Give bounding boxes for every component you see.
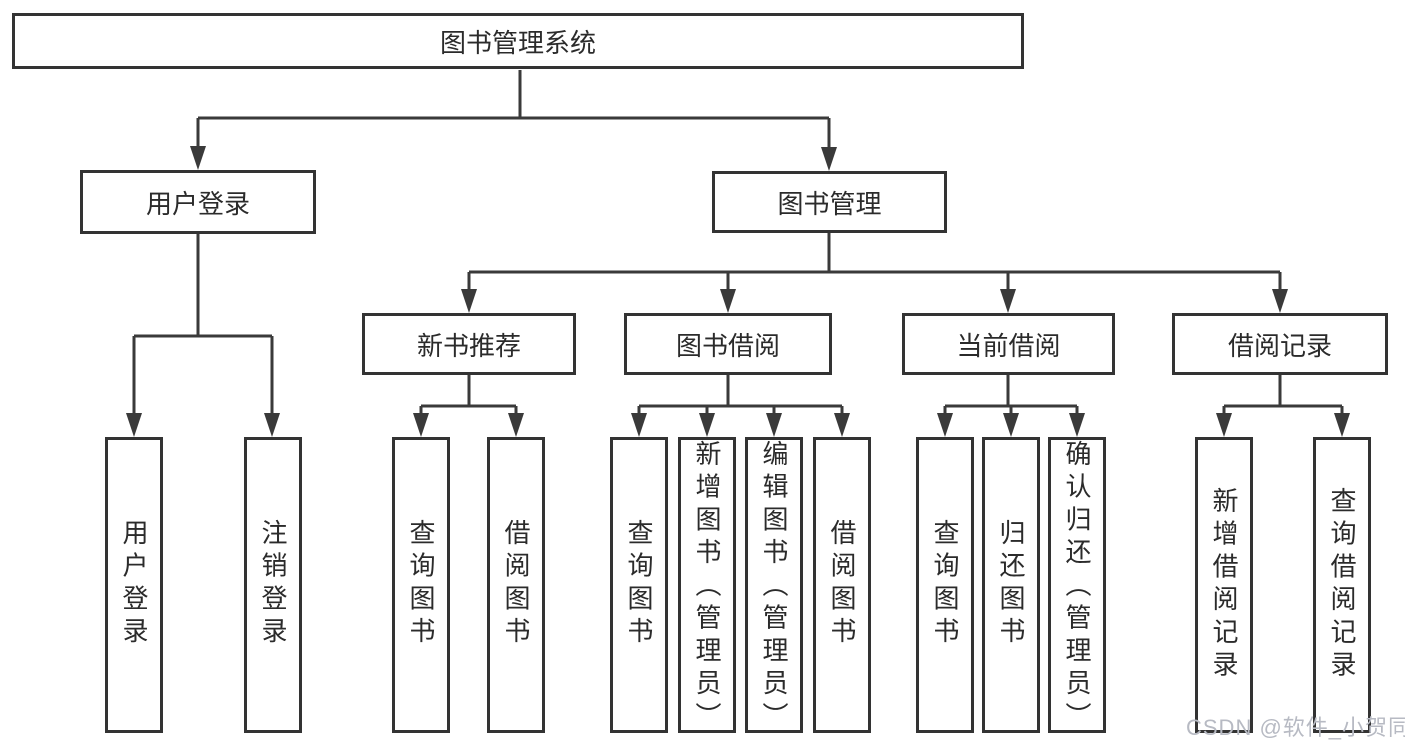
arrowhead-icon xyxy=(834,413,850,437)
arrowhead-icon xyxy=(1000,289,1016,313)
leaf-current-query: 查询图书 xyxy=(916,437,974,733)
leaf-records-add: 新增借阅记录 xyxy=(1195,437,1253,733)
connector-login-to-leaves xyxy=(132,234,274,417)
leaf-current-confirm-return-admin: 确认归还（管理员） xyxy=(1048,437,1106,735)
leaf-user-login: 用户登录 xyxy=(105,437,163,733)
leaf-current-return: 归还图书 xyxy=(982,437,1040,733)
arrowhead-icon xyxy=(1334,413,1350,437)
connector-mgmt-to-level2 xyxy=(467,233,1282,293)
leaf-records-query: 查询借阅记录 xyxy=(1313,437,1371,733)
node-current-borrow: 当前借阅 xyxy=(902,313,1115,375)
arrowhead-icon xyxy=(821,147,837,171)
arrowhead-icon xyxy=(1216,413,1232,437)
arrowhead-icon xyxy=(126,413,142,437)
node-book-borrow: 图书借阅 xyxy=(624,313,832,375)
arrowhead-icon xyxy=(937,413,953,437)
leaf-borrow-query: 查询图书 xyxy=(610,437,668,733)
arrowhead-icon xyxy=(190,146,206,170)
connector-root-to-level1 xyxy=(196,70,831,151)
leaf-newbooks-query: 查询图书 xyxy=(392,437,450,733)
leaf-borrow-add-admin: 新增图书（管理员） xyxy=(678,437,736,735)
arrowhead-icon xyxy=(1069,413,1085,437)
arrowhead-icon xyxy=(631,413,647,437)
leaf-borrow-edit-admin: 编辑图书（管理员） xyxy=(745,437,803,735)
node-user-login: 用户登录 xyxy=(80,170,316,234)
arrowhead-icon xyxy=(264,413,280,437)
arrowhead-icon xyxy=(413,413,429,437)
connector-records-to-leaves xyxy=(1222,375,1344,417)
leaf-newbooks-borrow: 借阅图书 xyxy=(487,437,545,733)
arrowhead-icon xyxy=(1272,289,1288,313)
arrowheads xyxy=(126,146,1350,437)
node-root-system: 图书管理系统 xyxy=(12,13,1024,69)
arrowhead-icon xyxy=(699,413,715,437)
arrowhead-icon xyxy=(720,289,736,313)
connector-newbooks-to-leaves xyxy=(419,375,518,417)
connector-current-to-leaves xyxy=(943,375,1079,417)
leaf-borrow-book: 借阅图书 xyxy=(813,437,871,733)
connector-borrow-to-leaves xyxy=(637,375,844,417)
arrowhead-icon xyxy=(461,289,477,313)
node-new-book-recommend: 新书推荐 xyxy=(362,313,576,375)
node-borrow-records: 借阅记录 xyxy=(1172,313,1388,375)
arrowhead-icon xyxy=(766,413,782,437)
arrowhead-icon xyxy=(508,413,524,437)
leaf-logout: 注销登录 xyxy=(244,437,302,733)
node-book-management: 图书管理 xyxy=(712,171,947,233)
arrowhead-icon xyxy=(1003,413,1019,437)
